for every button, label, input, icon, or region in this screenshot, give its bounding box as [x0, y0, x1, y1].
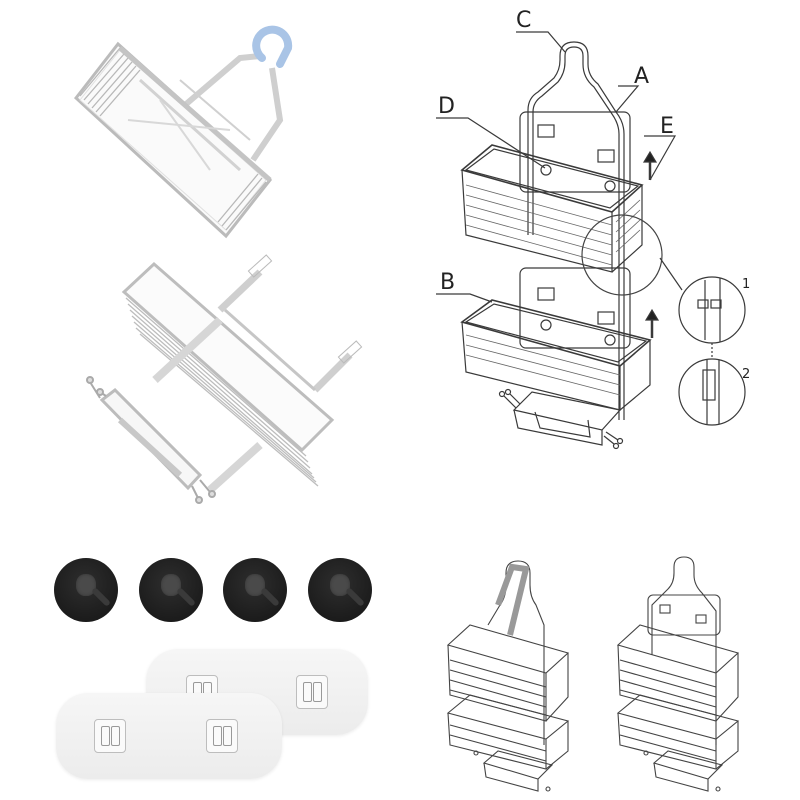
assembly-diagram: C A D E B 1 2: [420, 0, 800, 460]
suction-cup-1: [54, 558, 118, 622]
suction-cup-2: [139, 558, 203, 622]
lower-basket-photo: [60, 250, 380, 530]
suction-cup-4: [308, 558, 372, 622]
detail-step-2: 2: [742, 367, 751, 382]
usage-diagram-shower-head: [440, 545, 590, 795]
label-d: D: [438, 94, 455, 119]
detail-step-1: 1: [742, 277, 751, 292]
label-b: B: [440, 270, 456, 295]
upper-basket-photo: [40, 25, 320, 260]
suction-cup-3: [223, 558, 287, 622]
label-c: C: [516, 8, 532, 33]
accessories-photo: [0, 540, 400, 800]
usage-diagram-assembled: [612, 545, 762, 795]
label-e: E: [660, 114, 674, 139]
label-a: A: [634, 64, 650, 89]
adhesive-pad-front: [56, 693, 282, 779]
